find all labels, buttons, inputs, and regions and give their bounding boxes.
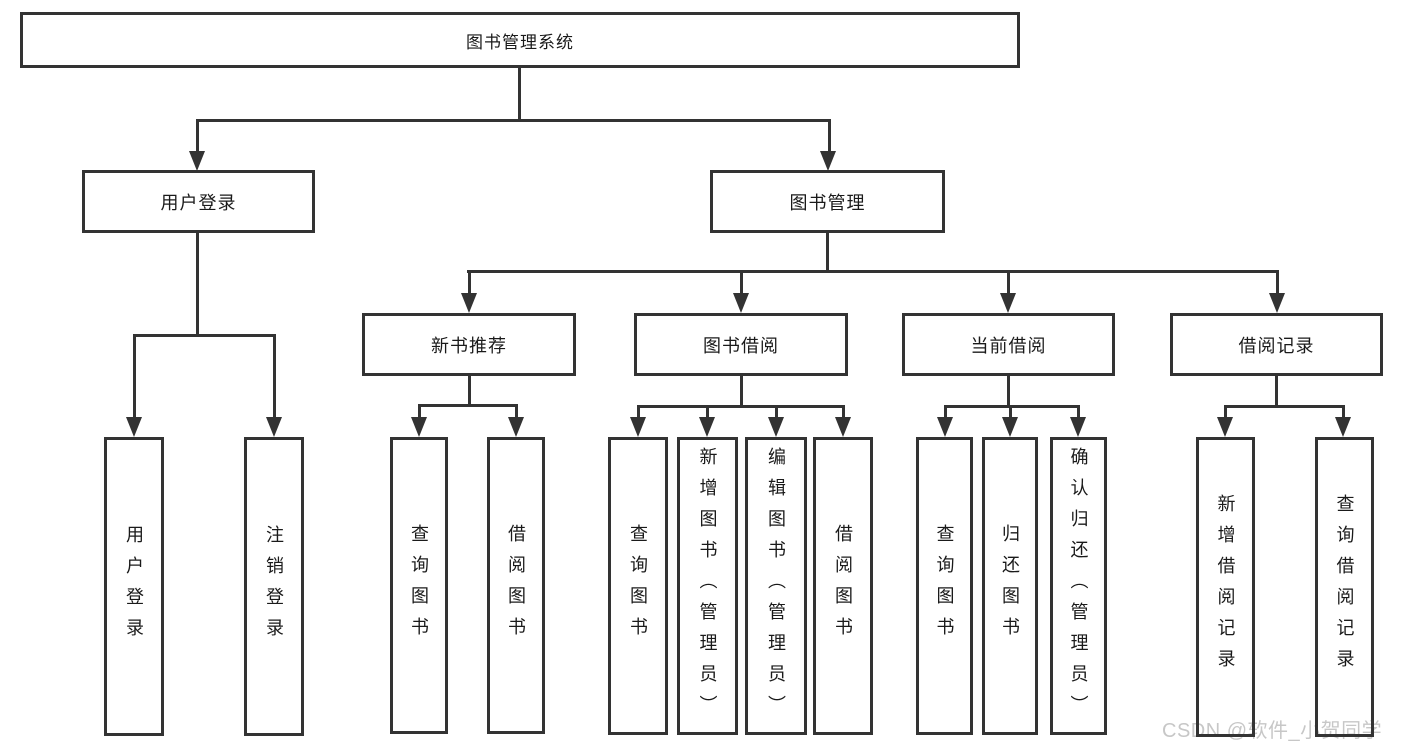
connector-line bbox=[518, 66, 521, 122]
arrow-down bbox=[630, 417, 646, 437]
leaf-current-query-books: 查询图书 bbox=[916, 437, 973, 735]
node-library-management-system: 图书管理系统 bbox=[20, 12, 1020, 68]
connector-line bbox=[1276, 270, 1279, 296]
arrow-down bbox=[1269, 293, 1285, 313]
node-current-borrowing: 当前借阅 bbox=[902, 313, 1115, 376]
connector-line bbox=[196, 231, 199, 337]
leaf-record-add: 新增借阅记录 bbox=[1196, 437, 1255, 737]
node-book-management: 图书管理 bbox=[710, 170, 945, 233]
connector-line bbox=[1007, 270, 1010, 296]
leaf-label: 查询图书 bbox=[409, 523, 429, 648]
leaf-record-query: 查询借阅记录 bbox=[1315, 437, 1374, 737]
arrow-down bbox=[768, 417, 784, 437]
connector-line bbox=[1009, 405, 1012, 420]
leaf-user-login: 用户登录 bbox=[104, 437, 164, 736]
arrow-down bbox=[411, 417, 427, 437]
connector-line bbox=[418, 404, 421, 420]
arrow-down bbox=[1000, 293, 1016, 313]
arrow-down bbox=[820, 151, 836, 171]
connector-line bbox=[775, 405, 778, 420]
node-borrowing-records: 借阅记录 bbox=[1170, 313, 1383, 376]
connector-line bbox=[944, 405, 1080, 408]
connector-line bbox=[842, 405, 845, 420]
leaf-borrow-borrow-books: 借阅图书 bbox=[813, 437, 873, 735]
connector-line bbox=[740, 374, 743, 408]
arrow-down bbox=[461, 293, 477, 313]
node-label: 图书管理 bbox=[789, 192, 866, 213]
connector-line bbox=[418, 404, 518, 407]
leaf-label: 借阅图书 bbox=[833, 524, 853, 648]
connector-line bbox=[740, 270, 743, 296]
connector-line bbox=[196, 119, 831, 122]
connector-line bbox=[1224, 405, 1227, 420]
leaf-label: 新增图书（管理员） bbox=[697, 446, 718, 726]
connector-line bbox=[196, 119, 199, 155]
connector-line bbox=[133, 334, 276, 337]
connector-line bbox=[1275, 374, 1278, 408]
leaf-newbook-borrow-books: 借阅图书 bbox=[487, 437, 545, 734]
leaf-label: 注销登录 bbox=[264, 524, 284, 649]
node-user-login: 用户登录 bbox=[82, 170, 315, 233]
leaf-borrow-query-books: 查询图书 bbox=[608, 437, 668, 735]
arrow-down bbox=[266, 417, 282, 437]
node-label: 图书借阅 bbox=[703, 335, 779, 356]
connector-line bbox=[1077, 405, 1080, 420]
leaf-label: 确认归还（管理员） bbox=[1068, 446, 1089, 726]
arrow-down bbox=[1070, 417, 1086, 437]
connector-line bbox=[1224, 405, 1344, 408]
arrow-down bbox=[508, 417, 524, 437]
arrow-down bbox=[835, 417, 851, 437]
connector-line bbox=[828, 119, 831, 155]
arrow-down bbox=[126, 417, 142, 437]
node-label: 借阅记录 bbox=[1238, 335, 1315, 356]
connector-line bbox=[826, 231, 829, 273]
leaf-label: 归还图书 bbox=[1000, 524, 1020, 648]
leaf-label: 编辑图书（管理员） bbox=[766, 446, 786, 726]
connector-line bbox=[637, 405, 640, 420]
leaf-label: 查询借阅记录 bbox=[1334, 494, 1355, 680]
leaf-borrow-edit-books-admin: 编辑图书（管理员） bbox=[745, 437, 807, 735]
node-label: 用户登录 bbox=[160, 192, 237, 213]
leaf-newbook-query-books: 查询图书 bbox=[390, 437, 448, 734]
leaf-label: 借阅图书 bbox=[506, 523, 526, 648]
connector-line bbox=[515, 404, 518, 420]
node-label: 新书推荐 bbox=[431, 335, 507, 356]
arrow-down bbox=[1217, 417, 1233, 437]
connector-line bbox=[944, 405, 947, 420]
node-new-book-recommendation: 新书推荐 bbox=[362, 313, 576, 376]
arrow-down bbox=[733, 293, 749, 313]
arrow-down bbox=[699, 417, 715, 437]
node-label: 图书管理系统 bbox=[466, 32, 574, 52]
csdn-watermark: CSDN @软件_小贺同学 bbox=[1162, 720, 1383, 742]
node-label: 当前借阅 bbox=[970, 335, 1047, 356]
leaf-label: 用户登录 bbox=[124, 524, 144, 649]
leaf-current-return-books: 归还图书 bbox=[982, 437, 1038, 735]
arrow-down bbox=[1002, 417, 1018, 437]
connector-line bbox=[1342, 405, 1345, 420]
leaf-label: 查询图书 bbox=[628, 524, 648, 648]
connector-line bbox=[468, 374, 471, 407]
connector-line bbox=[706, 405, 709, 420]
connector-line bbox=[1007, 374, 1010, 408]
arrow-down bbox=[189, 151, 205, 171]
leaf-borrow-add-books-admin: 新增图书（管理员） bbox=[677, 437, 738, 735]
leaf-current-confirm-return-admin: 确认归还（管理员） bbox=[1050, 437, 1107, 735]
connector-line bbox=[467, 270, 1279, 273]
connector-line bbox=[468, 270, 471, 296]
leaf-label: 新增借阅记录 bbox=[1215, 494, 1236, 680]
connector-line bbox=[133, 334, 136, 420]
leaf-logout: 注销登录 bbox=[244, 437, 304, 736]
node-book-borrowing: 图书借阅 bbox=[634, 313, 848, 376]
connector-line bbox=[273, 334, 276, 420]
leaf-label: 查询图书 bbox=[934, 524, 955, 648]
arrow-down bbox=[1335, 417, 1351, 437]
arrow-down bbox=[937, 417, 953, 437]
connector-line bbox=[637, 405, 845, 408]
